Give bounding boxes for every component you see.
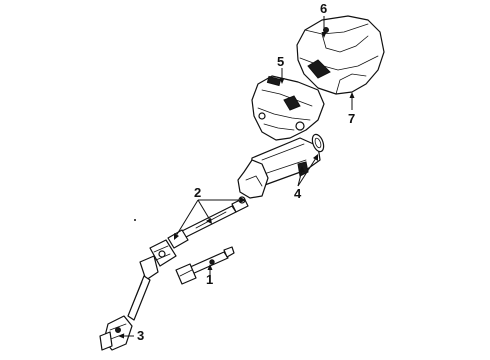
leader-lines bbox=[118, 16, 355, 339]
callout-2: 2 bbox=[194, 185, 201, 200]
lower-shaft-part bbox=[175, 246, 235, 285]
leader-4-b bbox=[297, 157, 317, 187]
callout-6: 6 bbox=[320, 1, 327, 16]
callout-1: 1 bbox=[206, 272, 213, 287]
column-cover-part bbox=[296, 15, 385, 95]
universal-joint-part bbox=[127, 239, 177, 321]
steering-shaft-part bbox=[167, 196, 249, 249]
callout-7: 7 bbox=[348, 111, 355, 126]
lower-yoke-part bbox=[99, 315, 133, 351]
callout-3: 3 bbox=[137, 328, 144, 343]
leader-4-a bbox=[297, 169, 303, 187]
leader-2-b bbox=[197, 199, 211, 221]
column-bracket-part bbox=[251, 75, 325, 141]
callout-5: 5 bbox=[277, 54, 284, 69]
leader-2-a bbox=[175, 199, 199, 237]
callout-4: 4 bbox=[294, 186, 302, 201]
column-tube-part bbox=[237, 133, 325, 199]
